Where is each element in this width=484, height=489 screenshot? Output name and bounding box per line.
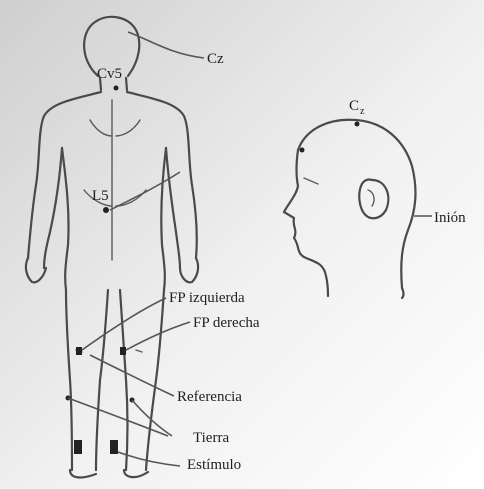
electrode-forehead	[300, 148, 305, 153]
electrode-l5	[103, 207, 109, 213]
label-tierra: Tierra	[193, 430, 229, 446]
label-cv5: Cv5	[97, 66, 122, 82]
electrode-stimulus-right	[110, 440, 118, 454]
label-inion: Inión	[434, 210, 466, 226]
label-cz-head-sub: z	[360, 106, 365, 117]
label-cz-head: C	[349, 98, 359, 114]
label-l5: L5	[92, 188, 109, 204]
electrode-fp-right	[120, 347, 126, 355]
label-cz-body: Cz	[207, 51, 224, 67]
label-estimulo: Estímulo	[187, 457, 241, 473]
electrode-cv5	[114, 86, 119, 91]
electrode-cz-head	[355, 122, 360, 127]
electrode-stimulus-left	[74, 440, 82, 454]
label-referencia: Referencia	[177, 389, 242, 405]
label-fp-izquierda: FP izquierda	[169, 290, 245, 306]
electrode-fp-left	[76, 347, 82, 355]
label-fp-derecha: FP derecha	[193, 315, 260, 331]
